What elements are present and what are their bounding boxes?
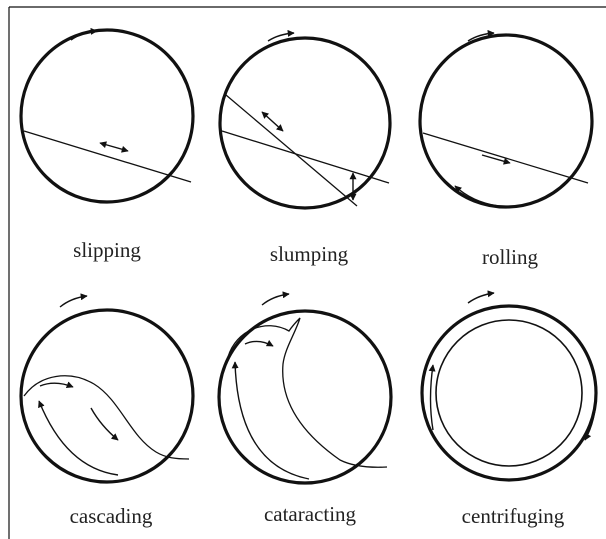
panel-slipping: slipping [21,30,193,262]
bed-surface-curve [24,376,189,459]
free-surface-line [423,133,588,183]
free-surface-line-lower [222,131,389,183]
rotation-arrow [60,296,87,307]
slip-double-arrow [100,143,128,151]
label-cascading: cascading [70,504,153,528]
inner-particle-layer [436,320,582,466]
cataract-flow-arrow [245,341,273,346]
drum-outline [219,311,391,483]
surface-flow-arrow-upper [40,383,73,387]
panel-slumping: slumping [220,33,390,266]
label-cataracting: cataracting [264,502,357,526]
panel-centrifuging: centrifuging [422,293,596,528]
rotation-arrow [468,293,494,303]
bed-return-arrow [39,401,118,475]
cataract-curve [228,318,387,467]
free-surface-line-upper [226,95,357,206]
panel-cataracting: cataracting [219,294,391,526]
rotation-arrow [262,294,289,305]
panel-cascading: cascading [21,296,193,528]
drum-outline [422,306,596,480]
label-rolling: rolling [482,245,538,269]
drum-outline [21,30,193,202]
surface-flow-arrow [482,155,510,163]
drum-outline [420,35,592,207]
panel-rolling: rolling [420,33,592,269]
surface-flow-arrow-lower [91,408,118,440]
wall-arrow-left [431,365,434,430]
label-centrifuging: centrifuging [462,504,565,528]
drum-outline [220,38,390,208]
label-slipping: slipping [73,238,141,262]
label-slumping: slumping [270,242,349,266]
free-surface-line [24,131,191,182]
